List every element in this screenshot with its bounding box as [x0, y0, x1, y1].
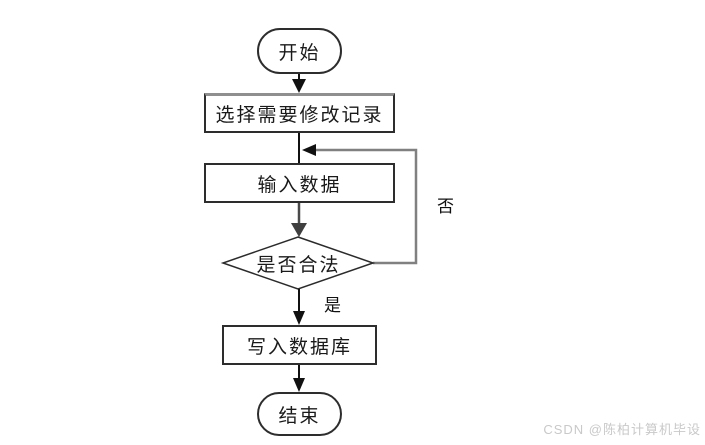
node-start: 开始 — [257, 28, 342, 74]
node-end: 结束 — [257, 392, 342, 436]
node-write-database-label: 写入数据库 — [246, 336, 352, 358]
node-start-label: 开始 — [278, 42, 321, 64]
arrowhead-input-to-valid — [291, 223, 307, 237]
arrowhead-no-loop — [302, 144, 316, 156]
decision-valid-label: 是否合法 — [223, 246, 374, 280]
node-input-data-label: 输入数据 — [257, 174, 342, 196]
csdn-watermark: CSDN @陈柏计算机毕设 — [543, 422, 701, 437]
node-select-record: 选择需要修改记录 — [204, 93, 395, 133]
edge-label-no: 否 — [437, 197, 454, 216]
arrowhead-start-to-select — [292, 79, 306, 93]
node-write-database: 写入数据库 — [222, 325, 377, 365]
arrowhead-write-to-end — [293, 378, 305, 392]
node-end-label: 结束 — [278, 405, 321, 427]
node-select-record-label: 选择需要修改记录 — [215, 105, 384, 126]
decision-valid-text: 是否合法 — [256, 254, 341, 276]
edge-label-yes: 是 — [324, 296, 341, 315]
arrowhead-valid-to-write — [293, 311, 305, 325]
node-input-data: 输入数据 — [204, 163, 395, 203]
